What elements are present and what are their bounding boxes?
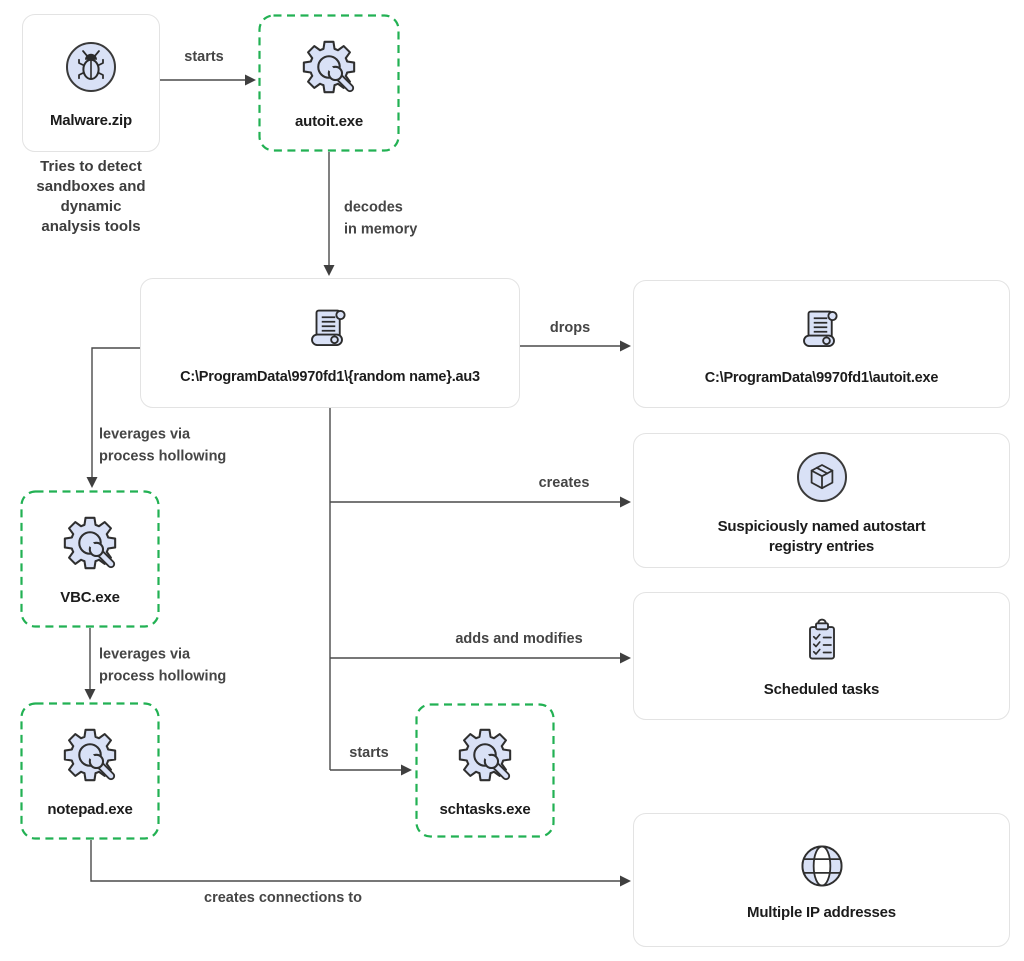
node-schtasks-exe-label: schtasks.exe [439, 800, 531, 818]
edge-hollow-2 [84, 628, 96, 700]
edge-starts-1 [160, 74, 256, 86]
node-autoit-exe: autoit.exe [258, 14, 400, 152]
node-decoded-script: C:\ProgramData\9970fd1\{random name}.au3 [140, 278, 520, 408]
edge-label-hollow-1: leverages via process hollowing [99, 426, 227, 464]
gear-wrench-icon [57, 722, 123, 788]
gear-wrench-icon [57, 510, 123, 576]
edge-label-starts-1: starts [184, 49, 224, 66]
malware-zip-caption: Tries to detect sandboxes and dynamic an… [36, 158, 146, 235]
edge-label-creates: creates [538, 475, 590, 492]
edge-label-adds-modifies: adds and modifies [455, 631, 583, 648]
node-scheduled-tasks: Scheduled tasks [633, 592, 1010, 720]
green-dashed-border [20, 702, 160, 840]
node-vbc-exe-label: VBC.exe [60, 589, 120, 607]
edge-label-hollow-2: leverages via process hollowing [99, 646, 227, 684]
edge-label-starts-2: starts [349, 745, 389, 762]
edge-starts-2 [330, 764, 412, 776]
gear-wrench-icon [296, 34, 362, 100]
edge-label-drops: drops [549, 320, 591, 337]
node-vbc-exe: VBC.exe [20, 490, 160, 628]
gear-wrench-icon [452, 722, 518, 788]
node-registry-entries: Suspiciously named autostart registry en… [633, 433, 1010, 568]
green-dashed-border [20, 490, 160, 628]
edge-label-decodes: decodes in memory [344, 199, 418, 237]
node-ip-addresses-label: Multiple IP addresses [747, 904, 896, 922]
node-malware-zip: Malware.zip [22, 14, 160, 152]
node-malware-zip-label: Malware.zip [50, 112, 132, 130]
node-notepad-exe: notepad.exe [20, 702, 160, 840]
scroll-script-icon [300, 300, 360, 360]
node-ip-addresses: Multiple IP addresses [633, 813, 1010, 947]
node-dropped-exe-label: C:\ProgramData\9970fd1\autoit.exe [704, 369, 939, 386]
node-autoit-exe-label: autoit.exe [294, 113, 364, 131]
node-dropped-exe: C:\ProgramData\9970fd1\autoit.exe [633, 280, 1010, 408]
node-decoded-script-label: C:\ProgramData\9970fd1\{random name}.au3 [180, 368, 480, 385]
edge-decodes-in-memory [323, 152, 335, 276]
package-cube-icon [790, 445, 854, 509]
edge-adds-modifies [330, 652, 631, 664]
scroll-script-icon [792, 301, 852, 361]
green-dashed-border [415, 703, 555, 838]
green-dashed-border [258, 14, 400, 152]
clipboard-checklist-icon [792, 612, 852, 672]
globe-icon [793, 837, 851, 895]
edge-label-connections: creates connections to [204, 890, 362, 907]
node-schtasks-exe: schtasks.exe [415, 703, 555, 838]
node-scheduled-tasks-label: Scheduled tasks [763, 681, 880, 699]
edge-drops [520, 340, 631, 352]
edge-creates [330, 496, 631, 508]
node-registry-entries-label: Suspiciously named autostart registry en… [717, 518, 926, 555]
edge-connections [90, 840, 631, 887]
node-notepad-exe-label: notepad.exe [47, 801, 133, 819]
bug-icon [59, 35, 123, 99]
